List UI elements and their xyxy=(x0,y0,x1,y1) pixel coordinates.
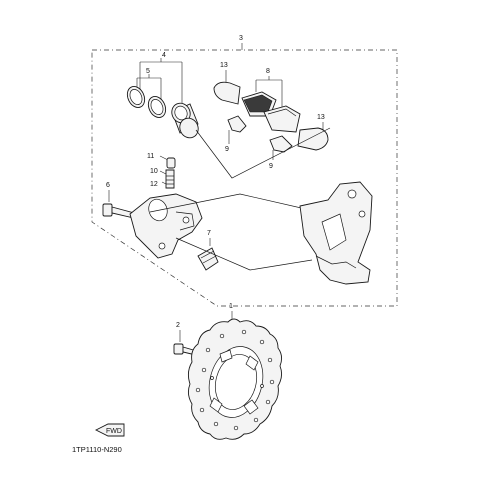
callout-1: 1 xyxy=(229,303,233,310)
callout-13b: 13 xyxy=(317,114,325,121)
piston-seal-dust xyxy=(126,86,146,108)
slide-pin-boot xyxy=(197,247,219,271)
callout-9b: 9 xyxy=(269,163,273,170)
callout-13a: 13 xyxy=(220,62,228,69)
leaders-8 xyxy=(255,76,283,108)
leader-12 xyxy=(161,181,167,185)
bleed-screw xyxy=(165,169,175,189)
bleed-screw-cap xyxy=(166,157,176,169)
leaders-4-5 xyxy=(136,58,183,105)
piston-seal xyxy=(147,96,167,118)
callout-9a: 9 xyxy=(225,146,229,153)
callout-6: 6 xyxy=(106,182,110,189)
callout-2: 2 xyxy=(176,322,180,329)
callout-10: 10 xyxy=(150,168,158,175)
pad-spring-right xyxy=(269,135,293,153)
callout-12: 12 xyxy=(150,181,158,188)
assembly-guide-lines xyxy=(149,127,331,271)
leader-10 xyxy=(159,170,167,175)
fwd-label: FWD xyxy=(106,428,122,435)
forward-arrow-icon: FWD xyxy=(94,423,125,437)
drawing-code: 1TP1110-N290 xyxy=(72,445,122,454)
callout-8: 8 xyxy=(266,68,270,75)
brake-pad-left xyxy=(241,91,277,117)
brake-disc xyxy=(187,318,283,440)
pad-shim-left xyxy=(213,81,241,105)
callout-3: 3 xyxy=(239,35,243,42)
caliper-bracket xyxy=(299,181,373,285)
caliper-piston xyxy=(171,102,199,139)
caliper-body xyxy=(129,193,203,259)
brake-pad-right xyxy=(263,105,301,133)
callout-7: 7 xyxy=(207,230,211,237)
pad-shim-right xyxy=(297,127,329,151)
callout-11: 11 xyxy=(147,153,154,160)
callout-5: 5 xyxy=(146,68,150,75)
pad-spring-left xyxy=(227,115,247,133)
caliper-assembly-boundary xyxy=(91,49,398,307)
callout-4: 4 xyxy=(162,52,166,59)
